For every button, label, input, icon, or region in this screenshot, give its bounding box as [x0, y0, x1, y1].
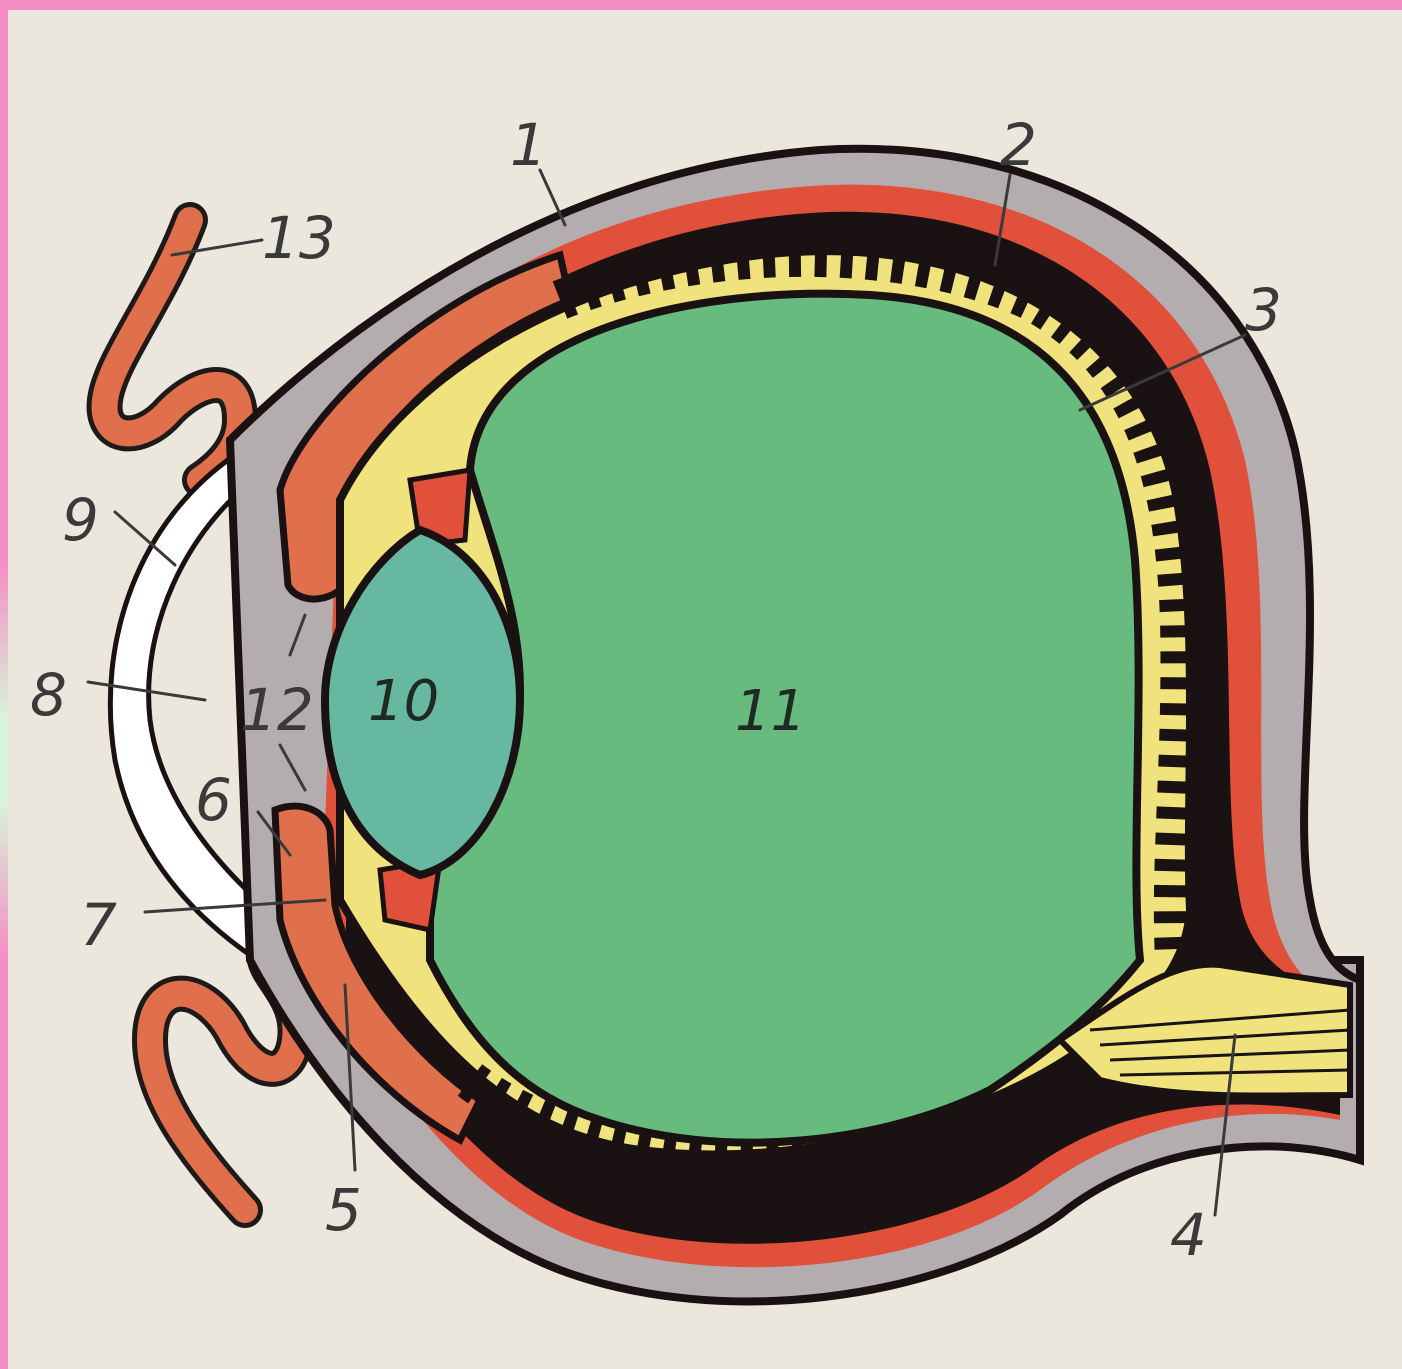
- label-10: 10: [368, 669, 439, 734]
- label-2: 2: [1000, 111, 1037, 179]
- label-7: 7: [80, 891, 117, 959]
- label-11: 11: [735, 679, 806, 744]
- label-6: 6: [195, 766, 232, 834]
- label-4: 4: [1170, 1201, 1207, 1269]
- label-5: 5: [325, 1176, 362, 1244]
- label-8: 8: [30, 661, 67, 729]
- label-1: 1: [510, 111, 547, 179]
- label-12: 12: [240, 676, 314, 744]
- label-3: 3: [1245, 276, 1282, 344]
- label-13: 13: [262, 204, 336, 272]
- label-9: 9: [62, 486, 99, 554]
